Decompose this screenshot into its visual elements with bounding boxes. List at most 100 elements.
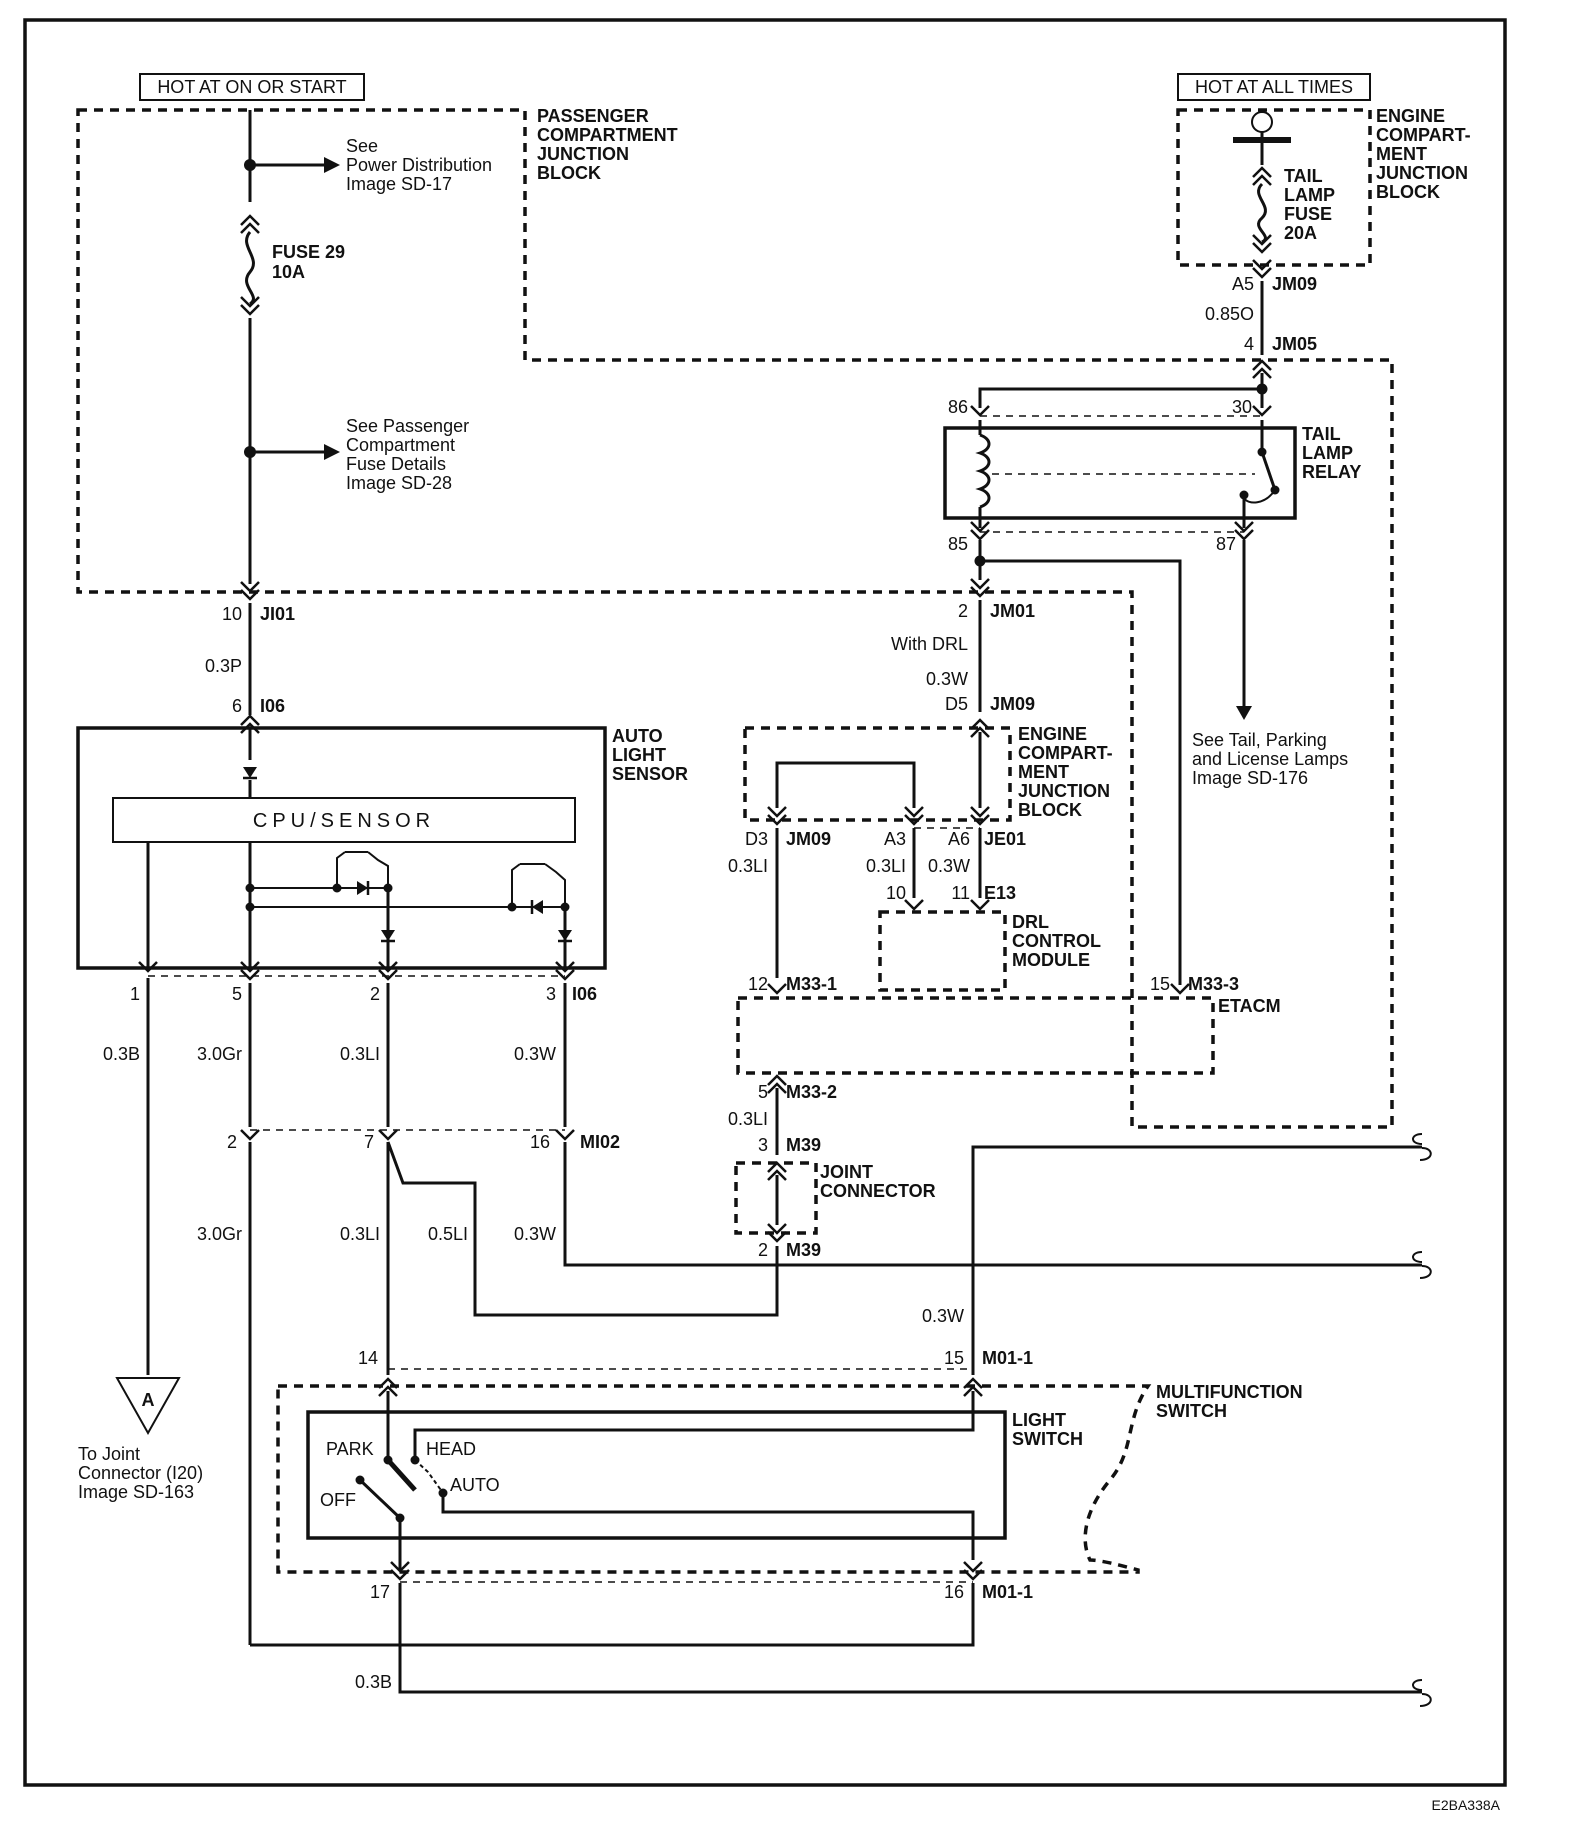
see-fuse-text: Image SD-28 bbox=[346, 473, 452, 493]
passenger-jb-label: COMPARTMENT bbox=[537, 125, 678, 145]
relay-label: RELAY bbox=[1302, 462, 1361, 482]
diode-icon bbox=[241, 765, 259, 780]
transistor-symbol bbox=[511, 863, 566, 907]
offpage-text: Image SD-163 bbox=[78, 1482, 194, 1502]
see-tail-text: See Tail, Parking bbox=[1192, 730, 1327, 750]
connector-symbol bbox=[554, 1128, 576, 1141]
pin-number: 14 bbox=[358, 1348, 378, 1368]
pin-number: 11 bbox=[951, 883, 970, 903]
pin-number: 15 bbox=[944, 1348, 964, 1368]
wire-break-icon bbox=[1412, 1251, 1432, 1279]
connector-id: I06 bbox=[260, 696, 285, 716]
wire-label: 3.0Gr bbox=[197, 1224, 242, 1244]
wire-label: 0.3W bbox=[514, 1044, 556, 1064]
relay-coil-symbol bbox=[975, 433, 991, 509]
pin-number: 3 bbox=[546, 984, 556, 1004]
see-fuse-text: See Passenger bbox=[346, 416, 469, 436]
connector-symbol bbox=[239, 1128, 261, 1141]
passenger-jb-label: BLOCK bbox=[537, 163, 601, 183]
pin-number: D3 bbox=[745, 829, 768, 849]
connector-id: JM09 bbox=[1272, 274, 1317, 294]
pin-number: 2 bbox=[227, 1132, 237, 1152]
multifunction-label: SWITCH bbox=[1156, 1401, 1227, 1421]
cpu-sensor-box bbox=[112, 797, 576, 843]
see-power-text: See bbox=[346, 136, 378, 156]
pin-number: 2 bbox=[958, 601, 968, 621]
connector-symbol bbox=[969, 898, 991, 911]
offpage-letter: A bbox=[142, 1390, 155, 1410]
connector-symbol bbox=[1251, 166, 1273, 187]
connector-symbol bbox=[1169, 982, 1191, 995]
tail-fuse-label: 20A bbox=[1284, 223, 1317, 243]
multifunction-label: MULTIFUNCTION bbox=[1156, 1382, 1303, 1402]
passenger-junction-block-outline bbox=[76, 108, 1394, 1129]
connector-id: M01-1 bbox=[982, 1582, 1033, 1602]
pin-number: A6 bbox=[948, 829, 970, 849]
pin-number: 16 bbox=[944, 1582, 964, 1602]
connector-id: M33-2 bbox=[786, 1082, 837, 1102]
arrow-right-icon bbox=[324, 444, 340, 460]
connector-id: M39 bbox=[786, 1135, 821, 1155]
light-switch-label: SWITCH bbox=[1012, 1429, 1083, 1449]
pin-number: 17 bbox=[370, 1582, 390, 1602]
pin-number: 1 bbox=[130, 984, 140, 1004]
switch-position-auto: AUTO bbox=[450, 1475, 500, 1495]
etacm-label: ETACM bbox=[1218, 996, 1281, 1016]
connector-id: M39 bbox=[786, 1240, 821, 1260]
offpage-text: Connector (I20) bbox=[78, 1463, 203, 1483]
connector-id: I06 bbox=[572, 984, 597, 1004]
connector-id: JI01 bbox=[260, 604, 295, 624]
connector-symbol bbox=[239, 295, 261, 316]
connector-id: M33-3 bbox=[1188, 974, 1239, 994]
svg-text:HOT AT ALL TIMES: HOT AT ALL TIMES bbox=[1195, 77, 1353, 97]
switch-blade-icon bbox=[358, 1478, 402, 1520]
auto-light-sensor-label: SENSOR bbox=[612, 764, 688, 784]
passenger-jb-label: JUNCTION bbox=[537, 144, 629, 164]
engine-jb-label: BLOCK bbox=[1018, 800, 1082, 820]
pin-number: 6 bbox=[232, 696, 242, 716]
relay-pin: 87 bbox=[1216, 534, 1236, 554]
engine-jb-label: ENGINE bbox=[1376, 106, 1445, 126]
connector-id: JM09 bbox=[990, 694, 1035, 714]
svg-text:HOT AT ON OR START: HOT AT ON OR START bbox=[157, 77, 346, 97]
wire-label: 0.3P bbox=[205, 656, 242, 676]
wire-label: 0.85O bbox=[1205, 304, 1254, 324]
drl-control-module-outline bbox=[878, 910, 1007, 992]
wire-label: 0.5LI bbox=[428, 1224, 468, 1244]
offpage-connector-icon bbox=[115, 1377, 181, 1436]
connector-id: M01-1 bbox=[982, 1348, 1033, 1368]
light-switch-box bbox=[306, 1410, 1007, 1540]
wire-label: 0.3B bbox=[103, 1044, 140, 1064]
engine-jb-label: BLOCK bbox=[1376, 182, 1440, 202]
auto-light-sensor-label: LIGHT bbox=[612, 745, 666, 765]
tail-fuse-label: FUSE bbox=[1284, 204, 1332, 224]
engine-jb-label: JUNCTION bbox=[1018, 781, 1110, 801]
pin-number: 5 bbox=[232, 984, 242, 1004]
engine-jb-label: COMPART- bbox=[1018, 743, 1113, 763]
wire-label: 0.3LI bbox=[340, 1044, 380, 1064]
wire-label: 0.3B bbox=[355, 1672, 392, 1692]
pin-number: 3 bbox=[758, 1135, 768, 1155]
joint-connector-label: JOINT bbox=[820, 1162, 873, 1182]
wire-break-icon bbox=[1412, 1679, 1432, 1707]
relay-contact-icon bbox=[1260, 451, 1277, 491]
connector-id: MI02 bbox=[580, 1132, 620, 1152]
connector-symbol bbox=[377, 1128, 399, 1141]
pin-number: 2 bbox=[370, 984, 380, 1004]
see-tail-text: Image SD-176 bbox=[1192, 768, 1308, 788]
auto-light-sensor-box bbox=[76, 726, 607, 970]
connector-symbol bbox=[1251, 258, 1273, 279]
wire-label: 0.3W bbox=[514, 1224, 556, 1244]
tail-fuse-label: LAMP bbox=[1284, 185, 1335, 205]
engine-jb-label: COMPART- bbox=[1376, 125, 1471, 145]
connector-id: JM09 bbox=[786, 829, 831, 849]
relay-pin: 85 bbox=[948, 534, 968, 554]
pin-number: 10 bbox=[886, 883, 906, 903]
connector-id: JM01 bbox=[990, 601, 1035, 621]
drl-module-label: MODULE bbox=[1012, 950, 1090, 970]
engine-jb-label: ENGINE bbox=[1018, 724, 1087, 744]
see-power-text: Image SD-17 bbox=[346, 174, 452, 194]
wire-label: 3.0Gr bbox=[197, 1044, 242, 1064]
engine-jb-label: MENT bbox=[1376, 144, 1427, 164]
engine-jb-label: JUNCTION bbox=[1376, 163, 1468, 183]
